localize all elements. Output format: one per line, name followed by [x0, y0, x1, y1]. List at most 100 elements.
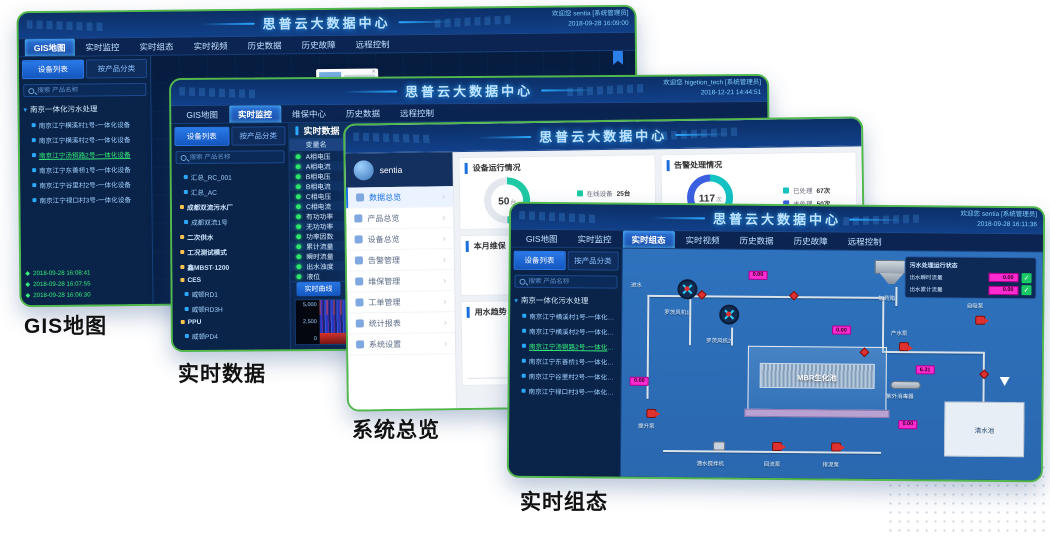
sidebar-menu-item[interactable]: 工单管理 › [347, 291, 455, 314]
flow-down-arrow-icon [999, 377, 1010, 387]
nav-tab[interactable]: 历史故障 [793, 235, 828, 246]
search-input[interactable] [528, 277, 613, 286]
nav-tab[interactable]: 实时组态 [622, 230, 675, 249]
device-tree-item[interactable]: 汇总_AC [176, 183, 285, 199]
sidebar-menu-item[interactable]: 统计报表 › [347, 312, 455, 335]
clean-water-tank[interactable]: 清水池 [944, 401, 1025, 458]
valve-icon[interactable] [979, 368, 990, 379]
device-tree-item[interactable]: PPU [177, 315, 286, 328]
valve-icon[interactable] [696, 290, 707, 300]
sidebar-tab-products[interactable]: 按产品分类 [230, 126, 286, 146]
reflux-pump[interactable] [772, 441, 783, 451]
device-tree-item[interactable]: 威顿PD4 [177, 327, 286, 343]
sidebar-menu-item[interactable]: 数据总览 › [345, 186, 454, 209]
blower-fan-1[interactable] [676, 278, 698, 299]
reflux-pump-label: 回流泵 [763, 461, 781, 468]
nav-tab[interactable]: 历史数据 [739, 235, 774, 246]
nav-tab[interactable]: 实时监控 [85, 41, 120, 53]
sidebar-tab-products[interactable]: 按产品分类 [567, 251, 619, 271]
bookmark-icon[interactable] [613, 51, 623, 65]
device-icon [183, 174, 188, 179]
device-tree-item[interactable]: 威顿RD1 [177, 285, 286, 301]
lift-pump[interactable] [646, 408, 657, 418]
device-tree-item[interactable]: CES [176, 273, 285, 286]
device-tree-item[interactable]: 威顿RD3H [177, 300, 286, 316]
device-tree-item[interactable]: 南京江宁横溪村2号-一体化设备 [24, 131, 147, 147]
nav-tab[interactable]: 实时监控 [228, 105, 282, 123]
nav-tab[interactable]: 历史数据 [345, 108, 381, 119]
search-input[interactable] [37, 85, 142, 95]
nav-tab[interactable]: 实时视频 [685, 234, 720, 246]
sludge-pump[interactable] [831, 442, 842, 452]
check-icon[interactable]: ✓ [1021, 285, 1032, 296]
sidebar-menu-item[interactable]: 产品总览 › [346, 207, 454, 230]
search-box[interactable] [514, 274, 618, 289]
device-tree-item[interactable]: 南京江宁禄口村3号-一体化设备 [24, 191, 147, 207]
tree-items: 南京江宁横溪村1号-一体化设备 南京江宁横溪村2号-一体化设备 南京江宁汤铜路2… [24, 116, 148, 207]
search-input[interactable] [189, 153, 280, 161]
y-tick: 5,000 [302, 301, 317, 308]
sidebar-tab-devices[interactable]: 设备列表 [174, 126, 230, 147]
chevron-right-icon: › [443, 275, 447, 286]
sidebar-menu-item[interactable]: 告警管理 › [346, 249, 455, 272]
panel-title: 设备运行情况 [464, 160, 650, 174]
avatar [353, 160, 374, 181]
device-tree-item[interactable]: 工况测试模式 [176, 243, 285, 259]
valve-icon[interactable] [788, 290, 799, 301]
search-box[interactable] [23, 82, 147, 98]
device-tree-item[interactable]: 南京江宁东善桥1号-一体化设备 [514, 353, 617, 369]
device-tree-item[interactable]: 汇总_RC_001 [176, 168, 285, 184]
suction-pump[interactable] [974, 315, 986, 325]
nav-tab[interactable]: 远程控制 [355, 38, 390, 50]
nav-tab[interactable]: 实时视频 [193, 40, 228, 51]
dosing-hopper[interactable] [874, 259, 909, 275]
device-sidebar: 设备列表 按产品分类 ▾ 南京一体化污水处理 南京江宁横溪村1号-一体化设备 [18, 55, 154, 306]
device-tree-item[interactable]: 二次供水 [176, 228, 285, 244]
device-tree-item[interactable]: 南京江宁横溪村1号-一体化设备 [514, 308, 617, 324]
device-tree-item[interactable]: 南京江宁东善桥1号-一体化设备 [24, 161, 147, 177]
device-name: 汇总_RC_001 [190, 174, 232, 182]
blower-fan-2[interactable] [718, 304, 739, 325]
nav-tab[interactable]: 实时监控 [577, 233, 612, 245]
device-tree-item[interactable]: 南京江宁谷里村2号-一体化设备 [514, 368, 617, 384]
nav-tab[interactable]: 维保中心 [291, 108, 327, 119]
nav-tab[interactable]: 远程控制 [399, 107, 435, 118]
device-tree-item[interactable]: 南京江宁横溪村2号-一体化设备 [514, 323, 617, 339]
device-tree-item[interactable]: 南京江宁谷里村2号-一体化设备 [24, 176, 147, 192]
sidebar-tab-devices[interactable]: 设备列表 [21, 59, 84, 80]
nav-tab[interactable]: 远程控制 [847, 236, 882, 247]
device-tree-item[interactable]: 成都双流污水厂 [176, 198, 285, 214]
tree-root[interactable]: ▾ 南京一体化污水处理 [514, 295, 617, 307]
device-tree-item[interactable]: 鑫MBST-1200 [176, 258, 285, 274]
sidebar-tab-products[interactable]: 按产品分类 [85, 58, 148, 79]
device-tree-item[interactable]: 成都双流1号 [176, 213, 285, 229]
uv-disinfector[interactable] [890, 380, 921, 390]
nav-tab[interactable]: 历史数据 [247, 39, 282, 51]
device-tree-item[interactable]: 南京江宁禄口村3号-一体化设备 [514, 383, 617, 399]
sidebar-tab-devices[interactable]: 设备列表 [513, 250, 566, 271]
close-icon[interactable]: × [371, 68, 376, 76]
legend-item: 已处理 67次 [782, 184, 830, 195]
device-name: 南京江宁谷里村2号-一体化设备 [528, 373, 617, 382]
live-curve-tab[interactable]: 实时曲线 [296, 282, 341, 297]
nav-tab[interactable]: 实时组态 [139, 41, 174, 52]
user-profile[interactable]: sentia [345, 152, 453, 188]
submersible-mixer[interactable] [713, 440, 726, 451]
check-icon[interactable]: ✓ [1021, 272, 1032, 283]
device-tree-item[interactable]: 南京江宁汤铜路2号-一体化设备 [24, 146, 147, 162]
sidebar-menu-item[interactable]: 维保管理 › [347, 270, 455, 293]
nav-tab[interactable]: GIS地图 [525, 233, 558, 244]
event-log: ◆ 2018-09-28 16:08:41 ◆ 2018-09-28 16:07… [21, 262, 152, 305]
search-box[interactable] [175, 150, 285, 165]
nav-tab[interactable]: 历史故障 [301, 39, 336, 50]
sidebar-menu-item[interactable]: 系统设置 › [347, 333, 456, 356]
tree-root[interactable]: ▾ 南京一体化污水处理 [23, 103, 146, 115]
sidebar-menu-item[interactable]: 设备总览 › [346, 228, 454, 251]
nav-tab[interactable]: GIS地图 [186, 109, 218, 120]
nav-tab[interactable]: GIS地图 [24, 38, 75, 57]
user-info: 欢迎您 sentia [系统管理员] 2018-09-28 16:09:00 [552, 9, 629, 31]
product-pump[interactable] [899, 342, 910, 352]
timestamp: 2018-12-21 14:44:51 [700, 89, 762, 97]
device-tree-item[interactable]: 南京江宁横溪村1号-一体化设备 [24, 116, 147, 132]
device-tree-item[interactable]: 南京江宁汤铜路2号-一体化设备 [514, 338, 617, 354]
